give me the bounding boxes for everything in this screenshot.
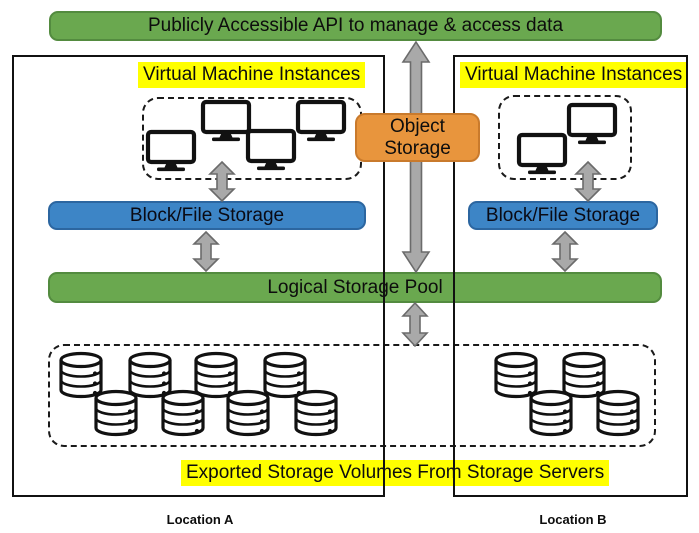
object-storage-label-line2: Storage (384, 137, 451, 159)
public-api-banner: Publicly Accessible API to manage & acce… (49, 11, 662, 41)
monitor-icon (566, 102, 618, 145)
block-to-pool-arrow-a-icon (192, 230, 220, 273)
monitor-icon (295, 99, 347, 142)
logical-storage-pool-bar: Logical Storage Pool (48, 272, 662, 303)
monitor-icon (245, 128, 297, 171)
database-cylinder-icon (161, 389, 205, 437)
database-cylinder-icon (529, 389, 573, 437)
database-cylinder-icon (294, 389, 338, 437)
logical-storage-pool-label: Logical Storage Pool (267, 276, 443, 298)
monitor-icon (516, 132, 568, 175)
location-a-label: Location A (166, 512, 234, 527)
database-cylinder-icon (226, 389, 270, 437)
block-file-storage-b: Block/File Storage (468, 201, 658, 230)
block-file-storage-a-label: Block/File Storage (129, 204, 285, 226)
object-storage-box: Object Storage (355, 113, 480, 162)
block-to-pool-arrow-b-icon (551, 230, 579, 273)
exported-volumes-label: Exported Storage Volumes From Storage Se… (181, 460, 610, 486)
pool-to-volumes-arrow-icon (401, 301, 429, 348)
storage-volumes-box (48, 344, 656, 447)
block-file-storage-a: Block/File Storage (48, 201, 366, 230)
monitor-icon (145, 129, 197, 172)
public-api-banner-label: Publicly Accessible API to manage & acce… (147, 15, 564, 36)
vm-instances-label-b: Virtual Machine Instances (460, 62, 688, 88)
block-file-storage-b-label: Block/File Storage (485, 204, 641, 226)
database-cylinder-icon (94, 389, 138, 437)
vm-cluster-box-b (498, 95, 632, 180)
location-b-label: Location B (539, 512, 607, 527)
object-storage-label-line1: Object (390, 115, 445, 137)
database-cylinder-icon (596, 389, 640, 437)
vm-instances-label-a: Virtual Machine Instances (138, 62, 366, 88)
